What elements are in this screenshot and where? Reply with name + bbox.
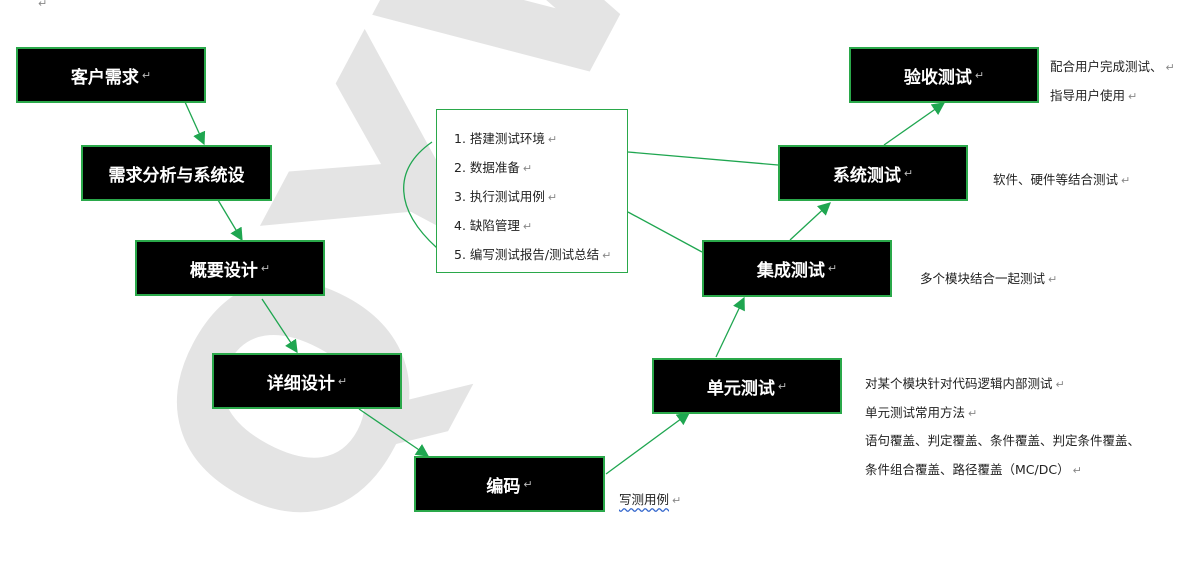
step-text: 5. 编写测试报告/测试总结 (454, 247, 600, 262)
step-text: 1. 搭建测试环境 (454, 131, 545, 146)
step-text: 3. 执行测试用例 (454, 189, 545, 204)
note-acceptance-1: 配合用户完成测试、↵ (1050, 56, 1175, 75)
stage-high-level-design: 概要设计↵ (135, 240, 325, 296)
arrow-analysis-to-high (217, 199, 243, 242)
note-text: 写测用例 (619, 492, 670, 507)
stage-acceptance-test: 验收测试↵ (849, 47, 1039, 103)
paragraph-mark: ↵ (523, 477, 533, 491)
step-item: 2. 数据准备↵ (454, 157, 627, 186)
paragraph-mark: ↵ (141, 68, 152, 82)
stage-integration-test: 集成测试↵ (702, 240, 892, 297)
connector-steps-curve (403, 141, 438, 249)
note-text: 语句覆盖、判定覆盖、条件覆盖、判定条件覆盖、 (865, 433, 1141, 448)
arrow-detail-to-coding (358, 408, 430, 457)
paragraph-mark: ↵ (38, 0, 48, 10)
stage-label: 需求分析与系统设 (108, 165, 245, 186)
paragraph-mark: ↵ (522, 220, 533, 233)
arrow-unit-to-integration (715, 296, 745, 358)
connector-steps-to-system (627, 151, 779, 166)
note-unit-test-4: 条件组合覆盖、路径覆盖（MC/DC）↵ (865, 459, 1082, 478)
note-text: 条件组合覆盖、路径覆盖（MC/DC） (865, 462, 1070, 477)
note-text: 指导用户使用 (1050, 88, 1126, 103)
stage-unit-test: 单元测试↵ (652, 358, 842, 414)
note-write-test-cases: 写测用例↵ (619, 489, 681, 508)
paragraph-mark: ↵ (1072, 464, 1082, 477)
paragraph-mark: ↵ (1048, 273, 1058, 286)
note-text: 多个模块结合一起测试 (920, 271, 1046, 286)
paragraph-mark: ↵ (1165, 61, 1175, 74)
paragraph-mark: ↵ (974, 68, 985, 82)
note-unit-test-3: 语句覆盖、判定覆盖、条件覆盖、判定条件覆盖、 (865, 430, 1140, 449)
stage-label: 编码 (486, 476, 521, 497)
stage-coding: 编码↵ (414, 456, 605, 512)
paragraph-mark: ↵ (672, 494, 682, 507)
stage-label: 系统测试 (832, 165, 901, 186)
note-unit-test-1: 对某个模块针对代码逻辑内部测试↵ (865, 373, 1065, 392)
stage-system-test: 系统测试↵ (778, 145, 968, 201)
stage-detailed-design: 详细设计↵ (212, 353, 402, 409)
paragraph-mark: ↵ (547, 191, 558, 204)
paragraph-mark: ↵ (827, 262, 838, 275)
note-system-test: 软件、硬件等结合测试↵ (993, 169, 1130, 188)
paragraph-mark: ↵ (1121, 174, 1131, 187)
step-text: 4. 缺陷管理 (454, 218, 520, 233)
stage-label: 验收测试 (903, 67, 972, 88)
stage-label: 详细设计 (266, 373, 335, 394)
paragraph-mark: ↵ (522, 162, 533, 175)
step-item: 3. 执行测试用例↵ (454, 186, 627, 215)
note-acceptance-2: 指导用户使用↵ (1050, 85, 1137, 104)
note-text: 单元测试常用方法 (865, 405, 966, 420)
stage-label: 概要设计 (189, 260, 258, 281)
connector-steps-to-integration (627, 211, 703, 253)
paragraph-mark: ↵ (777, 379, 788, 393)
note-text: 软件、硬件等结合测试 (993, 172, 1119, 187)
paragraph-mark: ↵ (260, 261, 271, 275)
stage-customer-requirement: 客户需求↵ (16, 47, 206, 103)
paragraph-mark: ↵ (547, 133, 558, 146)
paragraph-mark: ↵ (968, 407, 978, 420)
paragraph-mark: ↵ (602, 249, 612, 262)
paragraph-mark: ↵ (1055, 378, 1065, 391)
step-item: 5. 编写测试报告/测试总结↵ (454, 244, 627, 273)
stage-label: 单元测试 (706, 378, 775, 399)
note-unit-test-2: 单元测试常用方法↵ (865, 402, 977, 421)
step-item: 1. 搭建测试环境↵ (454, 128, 627, 157)
note-text: 对某个模块针对代码逻辑内部测试 (865, 376, 1053, 391)
arrow-high-to-detail (261, 298, 298, 354)
step-item: 4. 缺陷管理↵ (454, 215, 627, 244)
arrow-system-to-acceptance (883, 102, 946, 146)
arrow-coding-to-unit (605, 412, 691, 475)
stage-label: 集成测试 (756, 261, 825, 281)
arrow-integration-to-system (789, 202, 831, 241)
note-integration-test: 多个模块结合一起测试↵ (920, 268, 1057, 287)
note-text: 配合用户完成测试、 (1050, 59, 1163, 74)
paragraph-mark: ↵ (1128, 90, 1138, 103)
arrow-customer-to-analysis (184, 101, 206, 146)
testing-steps-box: 1. 搭建测试环境↵ 2. 数据准备↵ 3. 执行测试用例↵ 4. 缺陷管理↵ … (436, 109, 628, 273)
step-text: 2. 数据准备 (454, 160, 520, 175)
stage-label: 客户需求 (70, 67, 139, 88)
paragraph-mark: ↵ (337, 374, 348, 388)
stage-requirement-analysis: 需求分析与系统设 (81, 145, 272, 201)
paragraph-mark: ↵ (903, 166, 914, 180)
